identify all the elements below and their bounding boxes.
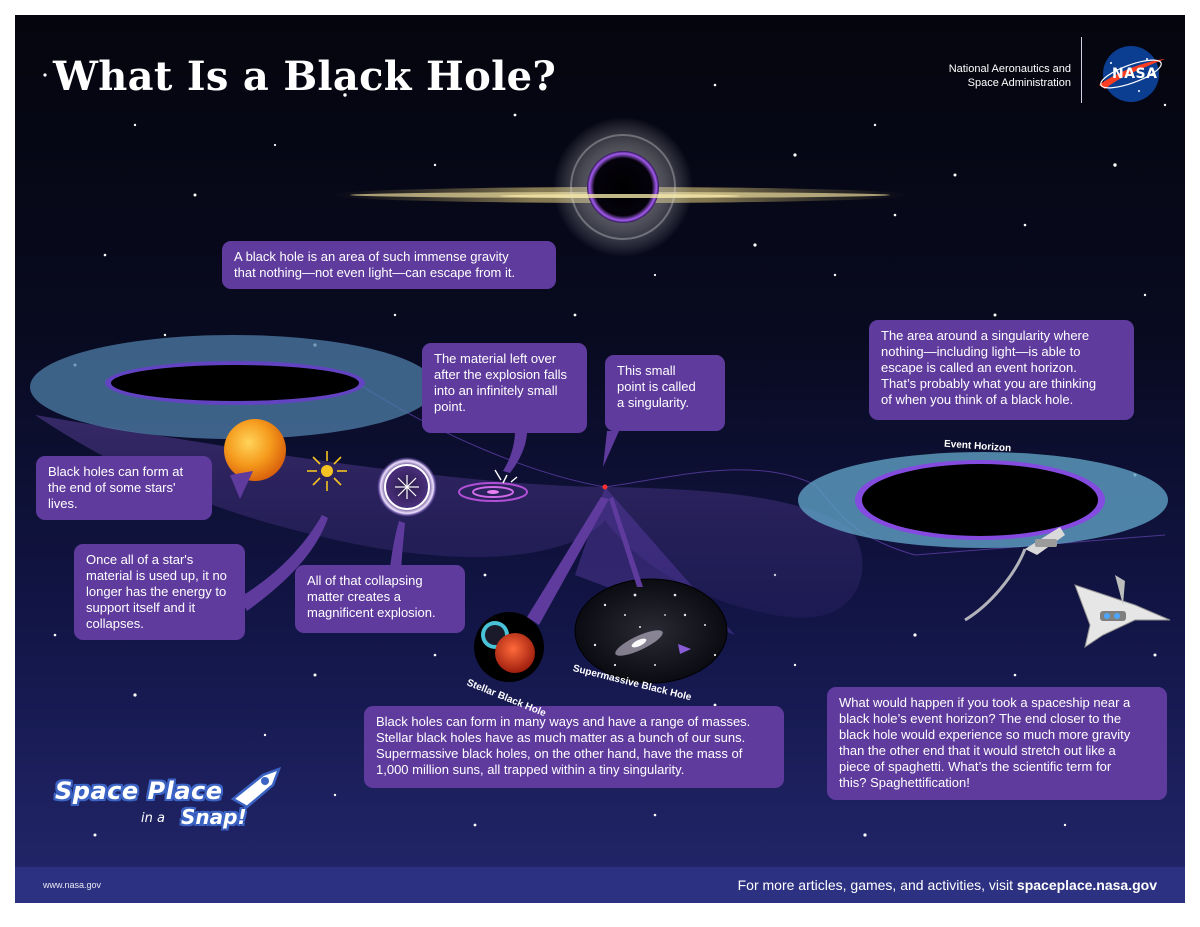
callout-singularity: This small point is called a singularity… — [605, 355, 725, 431]
page-title: What Is a Black Hole? — [53, 53, 557, 100]
collapsing-star-icon — [307, 451, 347, 491]
nasa-url[interactable]: www.nasa.gov — [43, 880, 102, 890]
hero-black-hole-illustration — [330, 117, 910, 257]
spaceplace-link[interactable]: spaceplace.nasa.gov — [1016, 877, 1157, 893]
callout-collapsing: All of that collapsing matter creates a … — [295, 565, 465, 633]
footer-cta: For more articles, games, and activities… — [738, 877, 1157, 893]
nasa-logo-graphic — [1099, 46, 1165, 102]
callout-definition: A black hole is an area of such immense … — [222, 241, 556, 289]
singularity-point — [602, 484, 608, 490]
rocket-icon — [230, 766, 282, 809]
brand-in-a: in a — [141, 811, 165, 826]
callout-form: Black holes can form at the end of some … — [36, 456, 212, 520]
right-black-hole-disk — [798, 452, 1168, 548]
spaghettified-spaceship-icon — [964, 527, 1065, 622]
agency-name: National Aeronautics and Space Administr… — [948, 63, 1071, 89]
nasa-logo-text: NASA — [1112, 66, 1158, 82]
sun-star-icon — [224, 419, 286, 481]
supermassive-galaxy-image — [574, 578, 728, 684]
stellar-black-hole-image — [474, 612, 544, 682]
illustration-layer — [30, 46, 1171, 837]
infalling-spiral-icon — [458, 469, 528, 502]
footer-bar: www.nasa.gov For more articles, games, a… — [15, 867, 1185, 903]
infographic-poster: What Is a Black Hole? National Aeronauti… — [15, 15, 1185, 903]
explosion-icon — [377, 457, 437, 517]
callout-event-horizon: The area around a singularity where noth… — [869, 320, 1134, 420]
brand-space-place: Space Place — [55, 777, 223, 805]
callout-leftover: The material left over after the explosi… — [422, 343, 587, 433]
left-black-hole-disk — [30, 335, 436, 439]
brand-snap: Snap! — [181, 805, 247, 829]
footer-cta-text: For more articles, games, and activities… — [737, 877, 1017, 893]
callout-masses: Black holes can form in many ways and ha… — [364, 706, 784, 788]
header-divider — [1081, 37, 1082, 103]
callout-spaghettification: What would happen if you took a spaceshi… — [827, 687, 1167, 800]
spaceship-icon — [1074, 575, 1171, 649]
callout-material-used-up: Once all of a star's material is used up… — [74, 544, 245, 640]
